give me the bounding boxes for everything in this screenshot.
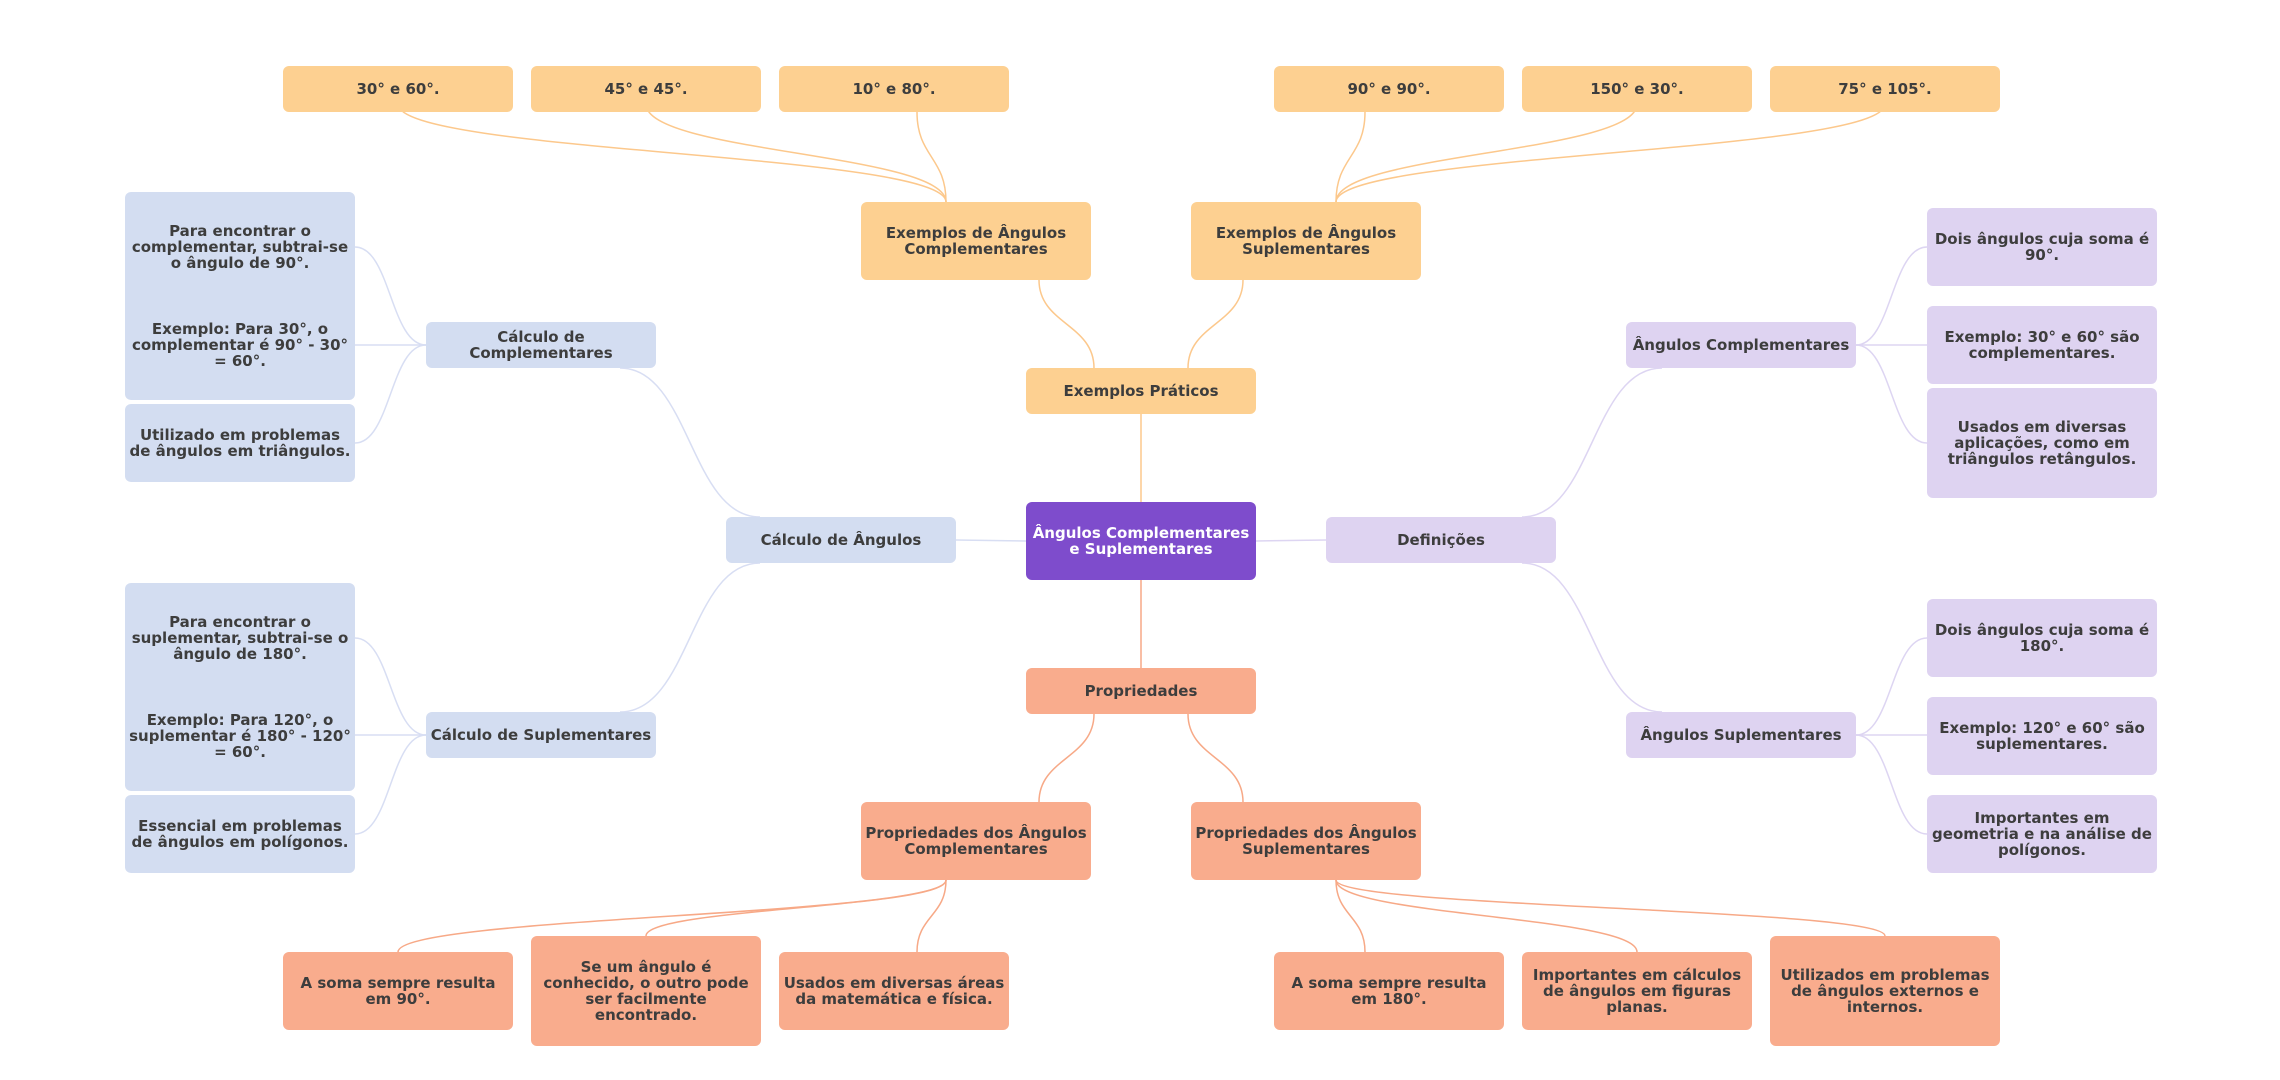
connector-line	[354, 637, 427, 736]
connector-line	[354, 734, 427, 835]
connector-line	[1335, 879, 1366, 953]
property-supplementary-item[interactable]: A soma sempre resulta em 180°.	[1274, 952, 1504, 1030]
connector-line	[354, 246, 427, 346]
definition-complementary-item[interactable]: Usados em diversas aplicações, como em t…	[1927, 388, 2157, 498]
example-complementary-item[interactable]: 30° e 60°.	[283, 66, 513, 112]
definition-supplementary-item[interactable]: Exemplo: 120° e 60° são suplementares.	[1927, 697, 2157, 775]
calculation-supplementary-item[interactable]: Essencial em problemas de ângulos em pol…	[125, 795, 355, 873]
calculation-complementary-item[interactable]: Utilizado em problemas de ângulos em tri…	[125, 404, 355, 482]
calculation-complementary-node[interactable]: Cálculo de Complementares	[426, 322, 656, 368]
connector-line	[1038, 713, 1095, 803]
property-supplementary-item[interactable]: Utilizados em problemas de ângulos exter…	[1770, 936, 2000, 1046]
definitions-node[interactable]: Definições	[1326, 517, 1556, 563]
connector-line	[1038, 279, 1095, 369]
connector-line	[1521, 562, 1663, 713]
connector-line	[645, 879, 947, 937]
connector-line	[916, 111, 947, 203]
definition-supplementary-item[interactable]: Dois ângulos cuja soma é 180°.	[1927, 599, 2157, 677]
connector-line	[397, 103, 947, 203]
connector-line	[354, 344, 427, 444]
connector-line	[1335, 103, 1886, 203]
property-complementary-item[interactable]: Se um ângulo é conhecido, o outro pode s…	[531, 936, 761, 1046]
connector-line	[1335, 103, 1638, 203]
connector-line	[1521, 367, 1663, 518]
connector-line	[645, 103, 947, 203]
connector-line	[1187, 713, 1244, 803]
calculation-supplementary-item[interactable]: Para encontrar o suplementar, subtrai-se…	[125, 583, 355, 693]
calculation-complementary-item[interactable]: Exemplo: Para 30°, o complementar é 90° …	[125, 290, 355, 400]
examples-supplementary-node[interactable]: Exemplos de Ângulos Suplementares	[1191, 202, 1421, 280]
root-node[interactable]: Ângulos Complementares e Suplementares	[1026, 502, 1256, 580]
definition-complementary-item[interactable]: Exemplo: 30° e 60° são complementares.	[1927, 306, 2157, 384]
connector-line	[1855, 246, 1928, 346]
calculation-node[interactable]: Cálculo de Ângulos	[726, 517, 956, 563]
connector-line	[1335, 879, 1886, 937]
example-complementary-item[interactable]: 10° e 80°.	[779, 66, 1009, 112]
calculation-complementary-item[interactable]: Para encontrar o complementar, subtrai-s…	[125, 192, 355, 302]
connector-line	[1855, 734, 1928, 835]
examples-node[interactable]: Exemplos Práticos	[1026, 368, 1256, 414]
connector-line	[619, 367, 761, 518]
connector-line	[1855, 344, 1928, 444]
connector-line	[1335, 879, 1638, 953]
properties-complementary-node[interactable]: Propriedades dos Ângulos Complementares	[861, 802, 1091, 880]
properties-supplementary-node[interactable]: Propriedades dos Ângulos Suplementares	[1191, 802, 1421, 880]
connector-line	[1255, 539, 1327, 542]
definition-complementary-item[interactable]: Dois ângulos cuja soma é 90°.	[1927, 208, 2157, 286]
connector-line	[619, 562, 761, 713]
examples-complementary-node[interactable]: Exemplos de Ângulos Complementares	[861, 202, 1091, 280]
property-supplementary-item[interactable]: Importantes em cálculos de ângulos em fi…	[1522, 952, 1752, 1030]
definitions-supplementary-node[interactable]: Ângulos Suplementares	[1626, 712, 1856, 758]
calculation-supplementary-node[interactable]: Cálculo de Suplementares	[426, 712, 656, 758]
definition-supplementary-item[interactable]: Importantes em geometria e na análise de…	[1927, 795, 2157, 873]
example-supplementary-item[interactable]: 90° e 90°.	[1274, 66, 1504, 112]
calculation-supplementary-item[interactable]: Exemplo: Para 120°, o suplementar é 180°…	[125, 681, 355, 791]
example-complementary-item[interactable]: 45° e 45°.	[531, 66, 761, 112]
connector-line	[1187, 279, 1244, 369]
connector-line	[1335, 111, 1366, 203]
property-complementary-item[interactable]: Usados em diversas áreas da matemática e…	[779, 952, 1009, 1030]
properties-node[interactable]: Propriedades	[1026, 668, 1256, 714]
example-supplementary-item[interactable]: 75° e 105°.	[1770, 66, 2000, 112]
example-supplementary-item[interactable]: 150° e 30°.	[1522, 66, 1752, 112]
property-complementary-item[interactable]: A soma sempre resulta em 90°.	[283, 952, 513, 1030]
connector-line	[1855, 637, 1928, 736]
connector-line	[916, 879, 947, 953]
definitions-complementary-node[interactable]: Ângulos Complementares	[1626, 322, 1856, 368]
connector-line	[955, 539, 1027, 542]
